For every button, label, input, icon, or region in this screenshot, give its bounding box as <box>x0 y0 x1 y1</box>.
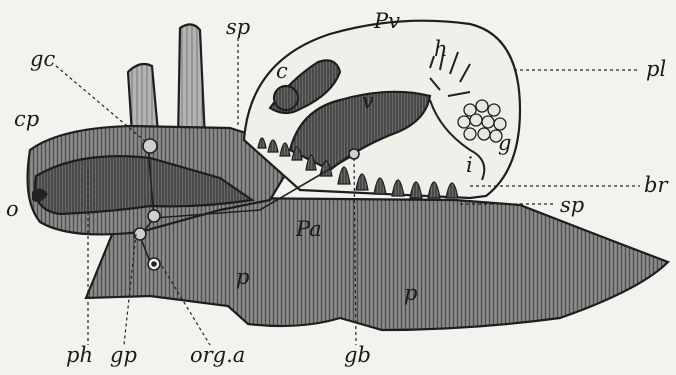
pedal-ganglion-upper <box>148 210 160 222</box>
label-gp: gp <box>110 343 137 367</box>
label-v: v <box>362 89 374 113</box>
label-sp-right: sp <box>560 193 584 217</box>
label-h: h <box>434 37 448 61</box>
label-i: i <box>466 153 473 177</box>
label-c: c <box>276 59 288 83</box>
branchial-ganglion <box>349 149 359 159</box>
label-o: o <box>6 197 19 221</box>
label-p-right: p <box>404 281 417 305</box>
tentacle-right <box>178 24 205 142</box>
label-g: g <box>498 131 511 155</box>
label-gb: gb <box>344 343 371 367</box>
label-Pa: Pa <box>295 217 322 241</box>
auricle <box>274 86 298 110</box>
label-sp-top: sp <box>226 15 250 39</box>
label-br: br <box>644 173 669 197</box>
label-gc: gc <box>30 47 55 71</box>
label-cp: cp <box>14 107 39 131</box>
label-pl: pl <box>646 57 666 81</box>
label-ph: ph <box>66 343 93 367</box>
label-p-left: p <box>236 265 249 289</box>
label-Pv: Pv <box>373 9 400 33</box>
label-orga: org.a <box>190 343 245 367</box>
